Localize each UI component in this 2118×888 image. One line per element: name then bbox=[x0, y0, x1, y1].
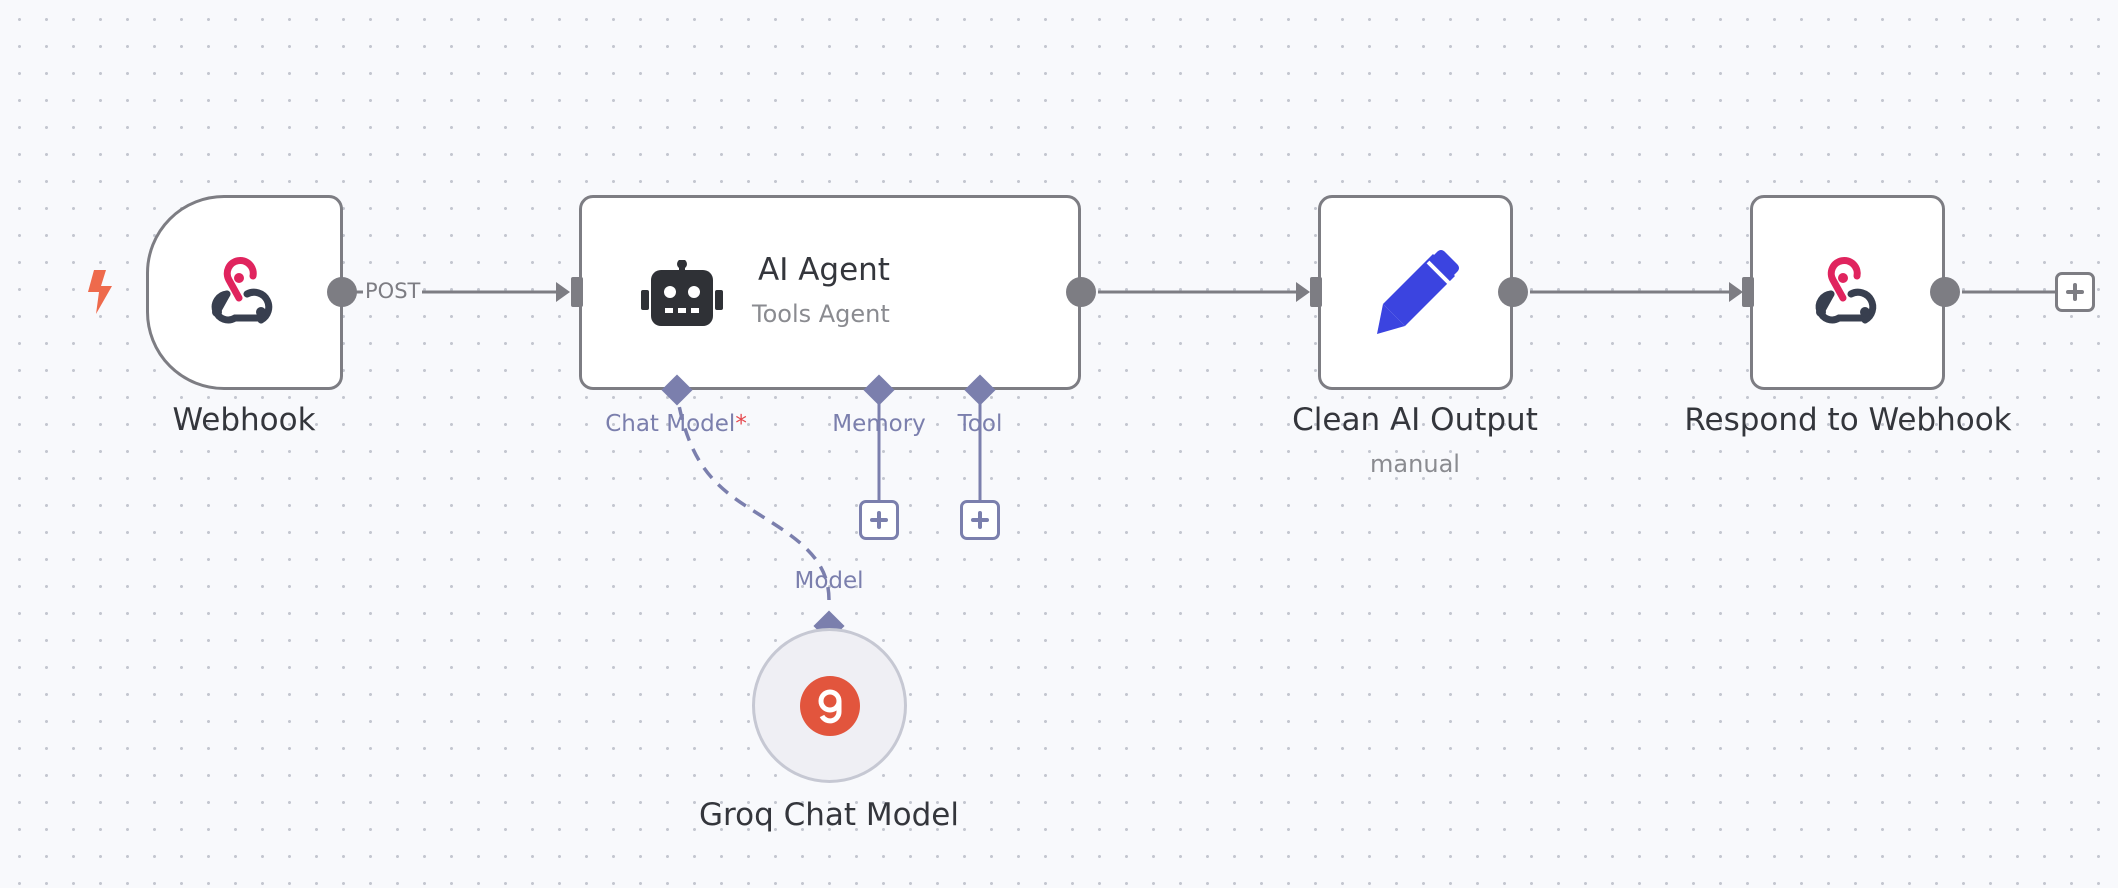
clean-ai-output-label: Clean AI Output bbox=[1292, 402, 1538, 438]
tool-input-label: Tool bbox=[957, 411, 1003, 437]
clean-output-output-handle[interactable] bbox=[1498, 277, 1528, 307]
required-indicator: * bbox=[735, 411, 747, 437]
add-tool-button[interactable] bbox=[960, 500, 1000, 540]
connection-arrow bbox=[1296, 282, 1310, 302]
connection-arrow bbox=[1729, 282, 1743, 302]
connection-arrow bbox=[556, 282, 570, 302]
webhook-icon bbox=[211, 257, 273, 324]
groq-model-output-label: Model bbox=[794, 568, 864, 594]
webhook-label: Webhook bbox=[172, 402, 316, 438]
groq-chat-model-node[interactable] bbox=[752, 628, 907, 783]
ai-agent-node[interactable] bbox=[579, 195, 1081, 390]
webhook-node[interactable] bbox=[146, 195, 343, 390]
pencil-icon bbox=[1377, 250, 1459, 334]
robot-icon bbox=[641, 260, 723, 326]
groq-chat-model-label: Groq Chat Model bbox=[699, 797, 959, 833]
add-memory-button[interactable] bbox=[859, 500, 899, 540]
webhook-icon bbox=[1815, 257, 1877, 324]
lightning-icon bbox=[88, 270, 112, 314]
clean-output-input-handle[interactable] bbox=[1310, 277, 1322, 307]
respond-output-handle[interactable] bbox=[1930, 277, 1960, 307]
ai-agent-label: AI Agent bbox=[758, 252, 890, 288]
edge-label-post: POST bbox=[363, 279, 423, 303]
webhook-output-handle[interactable] bbox=[327, 277, 357, 307]
respond-to-webhook-node[interactable] bbox=[1750, 195, 1945, 390]
ai-agent-output-handle[interactable] bbox=[1066, 277, 1096, 307]
respond-to-webhook-label: Respond to Webhook bbox=[1684, 402, 2012, 438]
ai-agent-subtitle: Tools Agent bbox=[752, 300, 890, 328]
clean-ai-output-node[interactable] bbox=[1318, 195, 1513, 390]
chat-model-input-label: Chat Model* bbox=[605, 411, 747, 437]
ai-agent-input-handle[interactable] bbox=[571, 277, 583, 307]
groq-icon bbox=[800, 676, 860, 736]
connection-groq-agent bbox=[675, 394, 831, 601]
clean-ai-output-subtitle: manual bbox=[1370, 450, 1460, 478]
add-node-button[interactable] bbox=[2055, 272, 2095, 312]
memory-input-label: Memory bbox=[832, 411, 926, 437]
respond-input-handle[interactable] bbox=[1742, 277, 1754, 307]
